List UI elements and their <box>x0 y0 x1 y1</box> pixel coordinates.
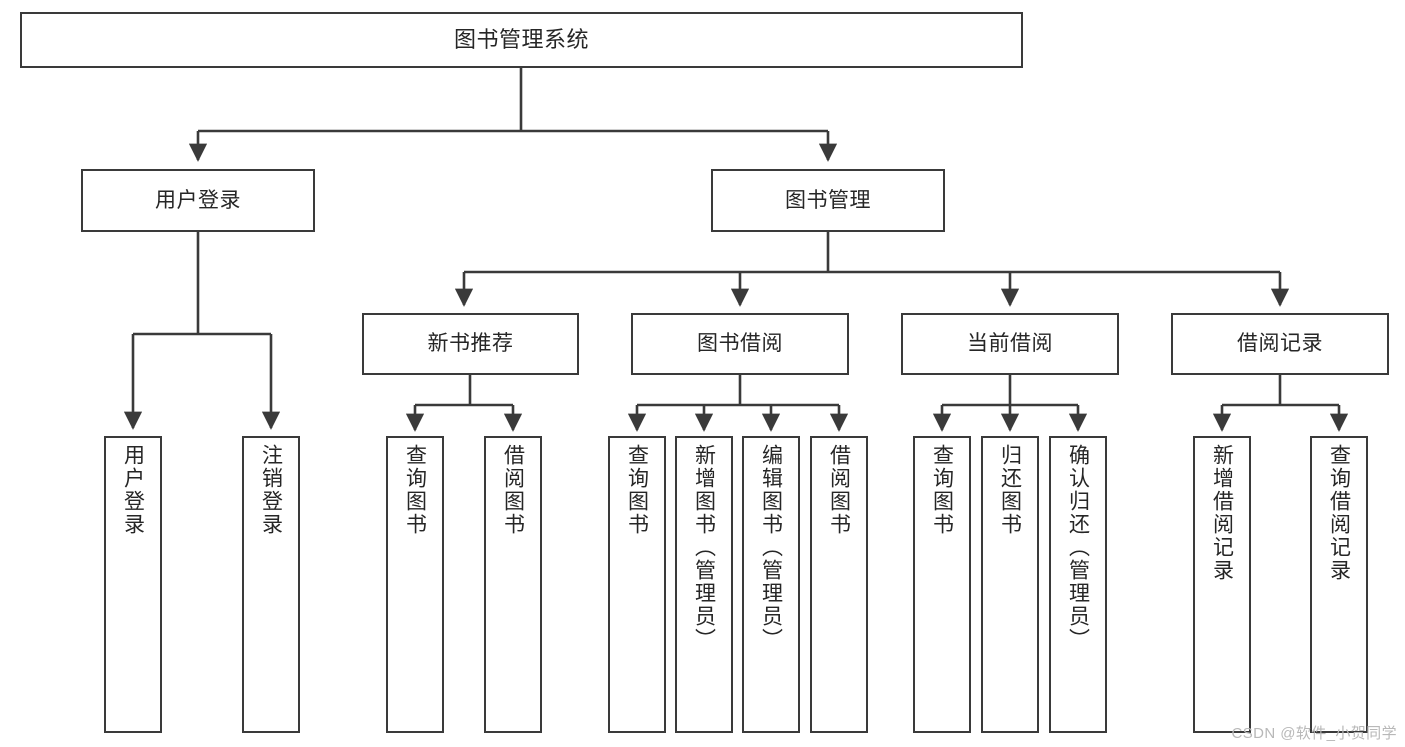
watermark: CSDN @软件_小贺同学 <box>1231 725 1397 742</box>
node-leaf-query-book-3[interactable]: 查询图书 <box>913 436 971 733</box>
node-leaf-edit-book[interactable]: 编辑图书（管理员） <box>742 436 800 733</box>
node-book-management-system[interactable]: 图书管理系统 <box>20 12 1023 68</box>
node-leaf-add-record[interactable]: 新增借阅记录 <box>1193 436 1251 733</box>
node-book-manage[interactable]: 图书管理 <box>711 169 945 232</box>
node-leaf-query-book-1[interactable]: 查询图书 <box>386 436 444 733</box>
node-label: 用户登录 <box>155 188 241 212</box>
node-leaf-return-book[interactable]: 归还图书 <box>981 436 1039 733</box>
node-label: 借阅记录 <box>1237 332 1323 356</box>
node-leaf-user-logout[interactable]: 注销登录 <box>242 436 300 733</box>
node-label: 编辑图书（管理员） <box>759 444 783 651</box>
node-label: 图书借阅 <box>697 332 783 356</box>
node-label: 新增借阅记录 <box>1210 444 1234 582</box>
node-label: 查询图书 <box>930 444 954 536</box>
node-label: 借阅图书 <box>501 444 525 536</box>
node-leaf-borrow-book-1[interactable]: 借阅图书 <box>484 436 542 733</box>
node-label: 查询图书 <box>625 444 649 536</box>
node-user-login[interactable]: 用户登录 <box>81 169 315 232</box>
node-label: 图书管理 <box>785 188 871 212</box>
node-leaf-add-book[interactable]: 新增图书（管理员） <box>675 436 733 733</box>
node-label: 归还图书 <box>998 444 1022 536</box>
node-label: 用户登录 <box>121 444 145 536</box>
node-current-borrow[interactable]: 当前借阅 <box>901 313 1119 375</box>
node-borrow-record[interactable]: 借阅记录 <box>1171 313 1389 375</box>
node-leaf-user-login[interactable]: 用户登录 <box>104 436 162 733</box>
node-leaf-query-record[interactable]: 查询借阅记录 <box>1310 436 1368 733</box>
node-label: 新增图书（管理员） <box>692 444 716 651</box>
node-leaf-confirm-return[interactable]: 确认归还（管理员） <box>1049 436 1107 733</box>
node-book-borrow[interactable]: 图书借阅 <box>631 313 849 375</box>
node-label: 查询借阅记录 <box>1327 444 1351 582</box>
node-label: 借阅图书 <box>827 444 851 536</box>
node-leaf-borrow-book-2[interactable]: 借阅图书 <box>810 436 868 733</box>
node-label: 确认归还（管理员） <box>1066 444 1090 651</box>
node-label: 注销登录 <box>259 444 283 536</box>
node-new-book-recommend[interactable]: 新书推荐 <box>362 313 579 375</box>
node-label: 查询图书 <box>403 444 427 536</box>
node-label: 图书管理系统 <box>453 26 589 52</box>
node-label: 当前借阅 <box>967 332 1053 356</box>
node-leaf-query-book-2[interactable]: 查询图书 <box>608 436 666 733</box>
node-label: 新书推荐 <box>427 332 514 356</box>
